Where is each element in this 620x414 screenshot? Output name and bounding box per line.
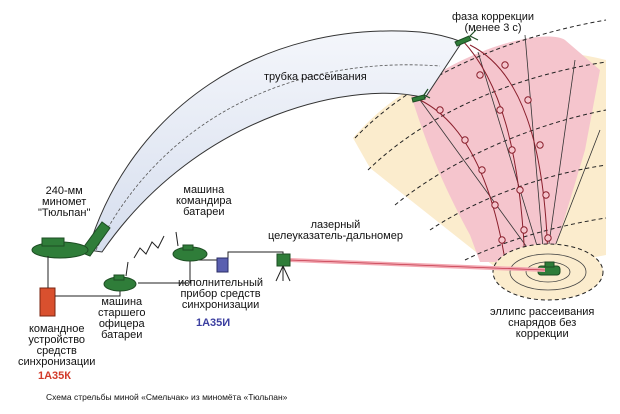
mortar-label-line: "Тюльпан"	[38, 207, 91, 219]
command-sync-label-line: средств	[36, 345, 77, 357]
exec-sync-label-line: прибор средств	[180, 288, 261, 300]
exec-sync-device-label: исполнительный прибор средств синхрониза…	[178, 278, 263, 311]
correction-sector-zone	[410, 36, 600, 262]
command-sync-label-line: синхронизации	[18, 356, 96, 368]
exec-sync-label-line: исполнительный	[178, 277, 264, 289]
mortar-label-line: миномет	[42, 196, 87, 208]
mortar-label-line: 240-мм	[45, 185, 83, 197]
dispersion-tube-label: трубка рассеивания	[264, 71, 367, 83]
battery-commander-label: машина командира батареи	[176, 185, 232, 218]
senior-officer-label-line: батареи	[101, 329, 143, 341]
exec-sync-label-line: синхронизации	[181, 299, 260, 311]
battery-commander-label-line: командира	[176, 195, 232, 207]
trajectory-points	[436, 61, 552, 244]
laser-label-line: целеуказатель-дальномер	[268, 230, 403, 242]
radio-signal-icon	[133, 235, 165, 259]
correction-phase-time: (менее 3 с)	[464, 22, 522, 34]
senior-officer-label-line: машина	[101, 296, 143, 308]
ellipse-label-line: коррекции	[515, 328, 569, 340]
command-sync-device-label: командное устройство средств синхронизац…	[18, 324, 95, 368]
battery-commander-label-line: машина	[183, 184, 225, 196]
command-sync-code: 1А35К	[38, 370, 72, 382]
command-vehicle-icon	[172, 231, 208, 262]
ellipse-label-line: эллипс рассеивания	[490, 306, 595, 318]
dispersion-tube	[87, 30, 463, 253]
exec-sync-code: 1А35И	[196, 317, 231, 329]
dispersion-ellipse-label: эллипс рассеивания снарядов без коррекци…	[490, 307, 594, 340]
correction-phase-label: фаза коррекции (менее 3 с)	[452, 12, 534, 34]
mine-projectile-icon	[411, 29, 479, 103]
correction-trajectories	[419, 39, 549, 263]
sync-exec-device-icon	[216, 257, 229, 273]
officer-vehicle-icon	[103, 261, 137, 292]
laser-beam	[288, 258, 546, 272]
laser-rangefinder-icon	[275, 253, 291, 282]
correction-phase-title: фаза коррекции	[452, 11, 535, 23]
laser-label-line: лазерный	[310, 219, 361, 231]
senior-officer-label-line: старшего	[98, 307, 146, 319]
diagram-caption: Схема стрельбы миной «Смельчак» из мином…	[46, 392, 288, 402]
cables	[47, 251, 284, 297]
laser-rangefinder-label: лазерный целеуказатель-дальномер	[268, 220, 403, 242]
mortar-icon	[31, 221, 111, 259]
battery-commander-label-line: батареи	[183, 206, 225, 218]
mortar-label: 240-мм миномет "Тюльпан"	[38, 186, 90, 219]
command-sync-label-line: устройство	[28, 334, 86, 346]
sync-command-device-icon	[39, 287, 56, 317]
ellipse-label-line: снарядов без	[508, 317, 577, 329]
senior-officer-label-line: офицера	[98, 318, 145, 330]
senior-officer-label: машина старшего офицера батареи	[98, 297, 145, 341]
command-sync-label-line: командное	[28, 323, 85, 335]
